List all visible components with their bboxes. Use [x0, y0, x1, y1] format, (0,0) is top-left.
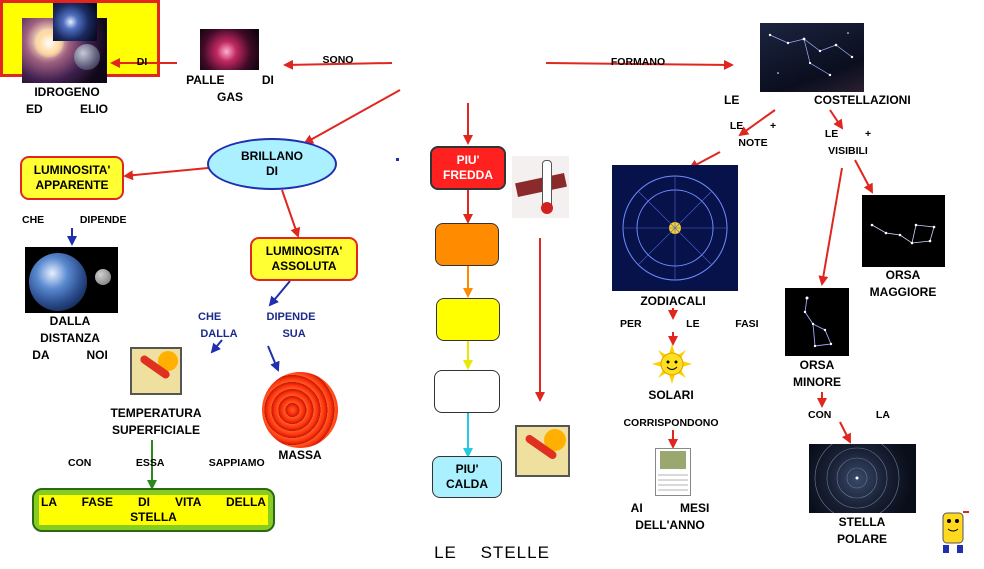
link-sono: SONO	[322, 54, 354, 66]
fase-vita-text: LA FASE DI VITA DELLA STELLA	[39, 495, 268, 525]
costellazioni-label: LE COSTELLAZIONI	[724, 93, 911, 107]
arrow-le-note	[738, 109, 776, 137]
link-che-dipende-sua: CHE DIPENDE DALLA SUA	[198, 311, 316, 340]
arrow-formano	[545, 59, 734, 70]
link-le-note: LE + NOTE	[729, 120, 777, 149]
arrow-lum-apparente	[123, 167, 209, 181]
lum-apparente-text: LUMINOSITA' APPARENTE	[33, 163, 111, 192]
zodiac-wheel	[622, 175, 728, 281]
dalla-distanza-label: DALLA DISTANZA DA NOI	[32, 314, 108, 362]
link-formano: FORMANO	[610, 56, 666, 68]
big-dipper	[870, 223, 936, 245]
arrow-dipende	[268, 280, 291, 307]
arrow-stella-polare	[839, 421, 851, 444]
temperatura-label: TEMPERATURA SUPERFICIALE	[110, 406, 202, 437]
constellation-image	[760, 23, 864, 92]
orsa-maggiore-label: ORSA MAGGIORE	[869, 268, 937, 299]
lum-assoluta-text: LUMINOSITA' ASSOLUTA	[265, 244, 343, 273]
stella-polare-image	[809, 444, 916, 513]
thermometer-sun-image-left	[130, 347, 182, 395]
star-cluster-image	[53, 3, 97, 41]
piu-calda-box: PIU' CALDA	[432, 456, 502, 498]
arrow-temperatura	[210, 339, 223, 354]
arrow-massa	[267, 345, 280, 372]
orsa-minore-image	[785, 288, 849, 356]
brillano-text: BRILLANO DI	[241, 149, 303, 178]
arrow-orsa-maggiore	[854, 159, 873, 194]
zodiacali-label: ZODIACALI	[640, 294, 706, 308]
orsa-minore-label: ORSA MINORE	[793, 358, 841, 389]
palle-di-gas-label: PALLE DI GAS	[186, 73, 274, 104]
massa-sphere-image	[262, 372, 338, 448]
arrow-lum-assoluta	[281, 189, 301, 238]
arrow-brillano	[303, 89, 401, 144]
lum-assoluta-box: LUMINOSITA' ASSOLUTA	[250, 237, 358, 281]
white-temperature-box	[434, 370, 500, 413]
lum-apparente-box: LUMINOSITA' APPARENTE	[20, 156, 124, 200]
calendar-icon	[655, 448, 691, 496]
piu-fredda-text: PIU' FREDDA	[443, 153, 493, 182]
thermometer-sun-image-right	[515, 425, 570, 477]
orange-temperature-box	[435, 223, 499, 266]
stray-dot	[396, 158, 399, 161]
link-con-la: CON LA	[808, 409, 890, 421]
arrow-le-visibili	[829, 109, 844, 130]
little-dipper	[803, 296, 833, 348]
constellation-lines	[768, 32, 854, 77]
thermometer-scarf-image	[512, 156, 569, 218]
fase-vita-box: LA FASE DI VITA DELLA STELLA	[32, 488, 275, 532]
stella-polare-label: STELLA POLARE	[836, 515, 887, 546]
arrow-orsa-minore	[818, 167, 843, 286]
nebula-image	[200, 29, 259, 70]
link-con-essa: CON ESSA SAPPIAMO	[68, 457, 265, 469]
link-per-le-fasi: PER LE FASI	[620, 318, 759, 330]
piu-fredda-box: PIU' FREDDA	[430, 146, 506, 190]
piu-calda-text: PIU' CALDA	[446, 462, 488, 491]
yellow-temperature-box	[436, 298, 500, 341]
link-corrispondono: CORRISPONDONO	[623, 417, 719, 429]
brillano-oval: BRILLANO DI	[207, 138, 337, 190]
arrow-sono	[283, 59, 393, 70]
link-di: DI	[136, 56, 148, 68]
earth-moon-image	[25, 247, 118, 313]
link-le-visibili: LE + VISIBILI	[824, 128, 872, 157]
massa-label: MASSA	[278, 448, 322, 462]
idrogeno-label: IDROGENO ED ELIO	[25, 85, 108, 116]
orsa-maggiore-image	[862, 195, 945, 267]
mesi-label: AI MESI DELL'ANNO	[630, 501, 710, 532]
zodiac-wheel-image	[612, 165, 738, 291]
link-che-dipende: CHE DIPENDE	[22, 214, 127, 226]
solari-label: SOLARI	[648, 388, 694, 402]
sun-icon	[652, 344, 692, 384]
page-title: LE STELLE	[434, 543, 550, 562]
mascot-icon	[935, 505, 973, 557]
